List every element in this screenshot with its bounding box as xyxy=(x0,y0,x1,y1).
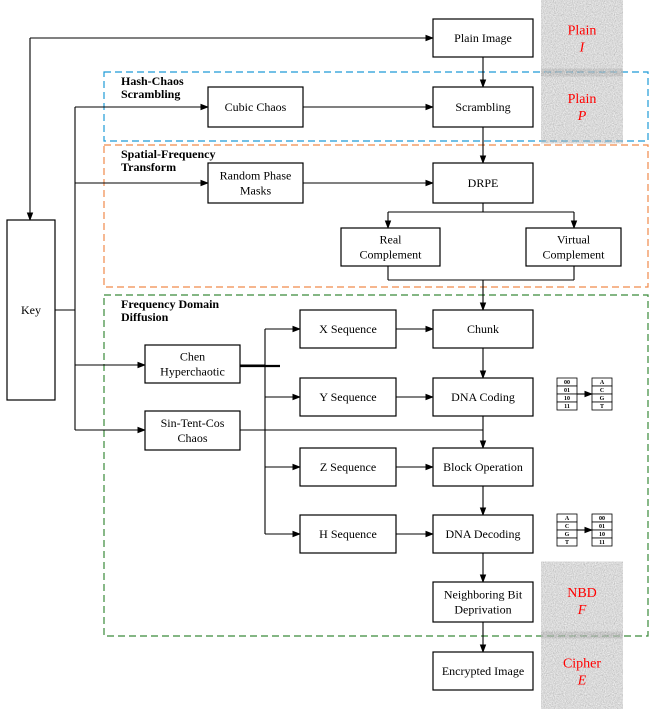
svg-text:Y Sequence: Y Sequence xyxy=(319,390,376,404)
svg-text:10: 10 xyxy=(599,532,605,538)
svg-text:Neighboring Bit: Neighboring Bit xyxy=(444,588,523,602)
svg-text:Chaos: Chaos xyxy=(178,431,208,445)
svg-text:Random Phase: Random Phase xyxy=(220,169,292,183)
svg-text:I: I xyxy=(579,41,586,56)
mapping-table: 00 01 10 11 xyxy=(556,377,578,411)
box-hseq: H Sequence xyxy=(299,514,397,554)
box-dnadec: DNA Decoding xyxy=(432,514,534,554)
svg-text:Z Sequence: Z Sequence xyxy=(320,460,376,474)
svg-text:C: C xyxy=(600,388,604,394)
box-chunk: Chunk xyxy=(432,309,534,349)
region-spatial xyxy=(103,144,649,288)
svg-text:DRPE: DRPE xyxy=(468,176,499,190)
svg-text:DNA Coding: DNA Coding xyxy=(451,390,515,404)
svg-text:T: T xyxy=(565,540,569,546)
box-cubic: Cubic Chaos xyxy=(207,86,304,128)
svg-text:Sin-Tent-Cos: Sin-Tent-Cos xyxy=(161,416,225,430)
region-label: Scrambling xyxy=(121,87,180,101)
svg-text:Deprivation: Deprivation xyxy=(454,603,511,617)
region-label: Spatial-Frequency xyxy=(121,147,215,161)
svg-text:Cipher: Cipher xyxy=(563,657,601,672)
region-label: Transform xyxy=(121,160,176,174)
svg-text:Plain: Plain xyxy=(568,92,597,107)
svg-text:00: 00 xyxy=(564,380,570,386)
svg-text:Complement: Complement xyxy=(543,248,606,262)
svg-text:Masks: Masks xyxy=(240,184,272,198)
mapping-table: 00 01 10 11 xyxy=(591,513,613,547)
svg-text:Scrambling: Scrambling xyxy=(455,100,510,114)
box-scrambling: Scrambling xyxy=(432,86,534,128)
box-yseq: Y Sequence xyxy=(299,377,397,417)
region-diffusion xyxy=(103,294,649,637)
svg-text:X Sequence: X Sequence xyxy=(319,322,377,336)
svg-text:11: 11 xyxy=(599,540,605,546)
svg-text:T: T xyxy=(600,404,604,410)
box-xseq: X Sequence xyxy=(299,309,397,349)
region-label: Hash-Chaos xyxy=(121,74,184,88)
region-label: Diffusion xyxy=(121,310,169,324)
svg-text:01: 01 xyxy=(564,388,570,394)
box-drpe: DRPE xyxy=(432,162,534,204)
svg-text:01: 01 xyxy=(599,524,605,530)
svg-text:11: 11 xyxy=(564,404,570,410)
svg-text:NBD: NBD xyxy=(567,586,597,601)
box-zseq: Z Sequence xyxy=(299,447,397,487)
svg-text:Plain: Plain xyxy=(568,24,597,39)
svg-text:G: G xyxy=(600,396,605,402)
svg-text:Cubic Chaos: Cubic Chaos xyxy=(225,100,287,114)
svg-text:Complement: Complement xyxy=(360,248,423,262)
svg-text:Chunk: Chunk xyxy=(467,322,499,336)
svg-text:Chen: Chen xyxy=(180,350,205,364)
svg-text:00: 00 xyxy=(599,516,605,522)
svg-text:Key: Key xyxy=(21,303,41,317)
svg-text:C: C xyxy=(565,524,569,530)
svg-text:Block Operation: Block Operation xyxy=(443,460,523,474)
svg-text:Plain Image: Plain Image xyxy=(454,31,512,45)
region-label: Frequency Domain xyxy=(121,297,219,311)
svg-text:Encrypted Image: Encrypted Image xyxy=(442,664,524,678)
svg-text:F: F xyxy=(577,603,587,618)
image-nbd_f: NBD F xyxy=(548,568,616,632)
svg-text:G: G xyxy=(565,532,570,538)
box-dnacod: DNA Coding xyxy=(432,377,534,417)
svg-text:10: 10 xyxy=(564,396,570,402)
svg-text:A: A xyxy=(565,516,570,522)
svg-text:Hyperchaotic: Hyperchaotic xyxy=(160,365,225,379)
svg-text:DNA Decoding: DNA Decoding xyxy=(446,527,521,541)
box-block: Block Operation xyxy=(432,447,534,487)
svg-text:Real: Real xyxy=(380,233,403,247)
svg-text:P: P xyxy=(577,109,587,124)
svg-text:A: A xyxy=(600,380,605,386)
svg-text:Virtual: Virtual xyxy=(557,233,591,247)
box-enc: Encrypted Image xyxy=(432,651,534,691)
box-key: Key xyxy=(6,219,56,401)
svg-text:E: E xyxy=(577,674,587,689)
svg-text:H Sequence: H Sequence xyxy=(319,527,377,541)
box-plain_image: Plain Image xyxy=(432,18,534,58)
